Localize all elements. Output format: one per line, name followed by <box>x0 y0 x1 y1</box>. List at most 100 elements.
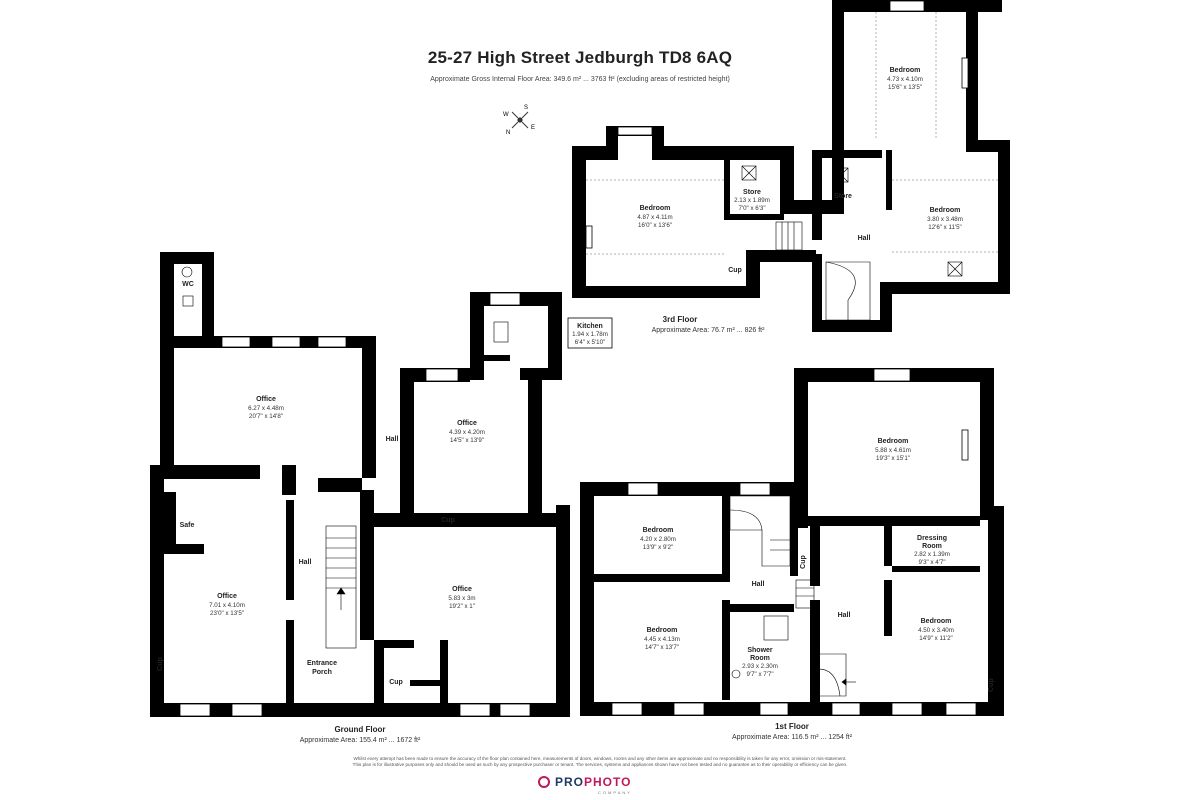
svg-text:Office: Office <box>256 396 276 403</box>
disclaimer-line2: This plan is for illustrative purposes o… <box>352 762 848 767</box>
gf-kitchen: Kitchen 1.94 x 1.78m 6'4" x 5'10" <box>567 317 613 349</box>
svg-text:20'7" x 14'8": 20'7" x 14'8" <box>249 413 283 420</box>
svg-text:Bedroom: Bedroom <box>640 205 671 212</box>
tf-label: 3rd Floor <box>663 315 698 324</box>
svg-text:3.80 x 3.48m: 3.80 x 3.48m <box>927 216 963 223</box>
ff-bedroom4: Bedroom 4.50 x 3.40m 14'9" x 11'2" <box>918 618 954 642</box>
brand-photo: PHOTO <box>584 775 632 789</box>
svg-text:15'6" x 13'5": 15'6" x 13'5" <box>888 84 922 91</box>
svg-text:23'0" x 13'5": 23'0" x 13'5" <box>210 610 244 617</box>
tf-area: Approximate Area: 76.7 m² ... 826 ft² <box>652 327 765 334</box>
svg-text:12'6" x 11'5": 12'6" x 11'5" <box>928 224 961 231</box>
svg-text:Room: Room <box>750 655 770 662</box>
tf-bedroom1: Bedroom 4.87 x 4.11m 16'0" x 13'6" <box>637 205 672 229</box>
svg-text:4.50 x 3.40m: 4.50 x 3.40m <box>918 627 954 634</box>
svg-text:Shower: Shower <box>747 647 773 654</box>
svg-text:4.45 x 4.13m: 4.45 x 4.13m <box>644 636 680 643</box>
svg-text:Kitchen: Kitchen <box>577 323 603 330</box>
svg-text:2.82 x 1.39m: 2.82 x 1.39m <box>914 551 950 558</box>
plan-subtitle: Approximate Gross Internal Floor Area: 3… <box>430 76 730 83</box>
tf-hall-label: Hall <box>858 235 871 242</box>
gf-office2: Office 4.39 x 4.20m 14'5" x 13'9" <box>449 420 485 444</box>
gf-office3: Office 7.01 x 4.10m 23'0" x 13'5" <box>209 593 245 617</box>
svg-text:6'4" x 5'10": 6'4" x 5'10" <box>575 339 606 346</box>
gf-entrance-porch: Entrance Porch <box>307 660 337 676</box>
svg-text:19'3" x 15'1": 19'3" x 15'1" <box>876 455 910 462</box>
svg-text:4.39 x 4.20m: 4.39 x 4.20m <box>449 429 485 436</box>
svg-text:Bedroom: Bedroom <box>890 67 921 74</box>
brand-pro: PRO <box>555 775 585 789</box>
brand-name: PROPHOTO <box>555 775 631 789</box>
svg-text:1.94 x 1.78m: 1.94 x 1.78m <box>572 331 608 338</box>
tf-bedroom2: Bedroom 4.73 x 4.10m 15'6" x 13'5" <box>887 67 923 91</box>
svg-text:2.13 x 1.89m: 2.13 x 1.89m <box>734 197 770 204</box>
ff-hall2-label: Hall <box>838 612 851 619</box>
disclaimer: Whilst every attempt has been made to en… <box>260 756 940 768</box>
svg-text:Entrance: Entrance <box>307 660 337 667</box>
ground-floor-plan: WC Office 6.27 x 4.48m 20'7" x 14'8" Hal… <box>150 252 613 744</box>
ff-bedroom1: Bedroom 4.20 x 2.80m 13'9" x 9'2" <box>640 527 676 551</box>
ff-area: Approximate Area: 116.5 m² ... 1254 ft² <box>732 734 853 741</box>
plan-title: 25-27 High Street Jedburgh TD8 6AQ <box>427 48 733 67</box>
svg-text:14'7" x 13'7": 14'7" x 13'7" <box>645 644 679 651</box>
compass-icon: W S N E <box>503 105 535 136</box>
svg-text:6.27 x 4.48m: 6.27 x 4.48m <box>248 405 284 412</box>
first-floor-plan: Bedroom 4.20 x 2.80m 13'9" x 9'2" Bedroo… <box>580 368 1004 741</box>
svg-text:9'7" x 7'7": 9'7" x 7'7" <box>746 671 773 678</box>
ff-label: 1st Floor <box>775 722 809 731</box>
ff-dressing-room: Dressing Room 2.82 x 1.39m 9'3" x 4'7" <box>914 535 950 566</box>
third-floor-plan: Bedroom 4.87 x 4.11m 16'0" x 13'6" Store… <box>572 0 1010 334</box>
ff-bedroom2: Bedroom 5.88 x 4.61m 19'3" x 15'1" <box>875 438 911 462</box>
svg-text:5.83 x 3m: 5.83 x 3m <box>448 595 475 602</box>
svg-text:Bedroom: Bedroom <box>921 618 952 625</box>
ff-cup1-label: Cup <box>800 555 807 569</box>
compass-s: S <box>524 105 528 111</box>
svg-text:Office: Office <box>217 593 237 600</box>
disclaimer-line1: Whilst every attempt has been made to en… <box>353 756 847 761</box>
gf-label: Ground Floor <box>334 725 385 734</box>
svg-text:7'0" x 6'3": 7'0" x 6'3" <box>738 205 765 212</box>
svg-text:Bedroom: Bedroom <box>930 207 961 214</box>
gf-hall1-label: Hall <box>386 436 399 443</box>
gf-safe-label: Safe <box>180 522 195 529</box>
svg-text:9'3" x 4'7": 9'3" x 4'7" <box>918 559 945 566</box>
gf-office1: Office 6.27 x 4.48m 20'7" x 14'8" <box>248 396 284 420</box>
svg-text:14'9" x 11'2": 14'9" x 11'2" <box>919 635 952 642</box>
gf-cup1-label: Cup <box>441 517 455 524</box>
svg-text:13'9" x 9'2": 13'9" x 9'2" <box>643 544 674 551</box>
gf-office4: Office 5.83 x 3m 19'2" x 1" <box>448 586 475 610</box>
svg-text:5.88 x 4.61m: 5.88 x 4.61m <box>875 447 911 454</box>
ff-hall1-label: Hall <box>752 581 765 588</box>
gf-cup2-label: Cup <box>157 657 164 671</box>
compass-n: N <box>506 130 510 136</box>
svg-text:Store: Store <box>743 189 761 196</box>
svg-text:19'2" x 1": 19'2" x 1" <box>449 603 475 610</box>
ff-shower-room: Shower Room 2.93 x 2.30m 9'7" x 7'7" <box>742 647 778 678</box>
svg-text:4.73 x 4.10m: 4.73 x 4.10m <box>887 76 923 83</box>
svg-text:Room: Room <box>922 543 942 550</box>
svg-text:Porch: Porch <box>312 669 332 676</box>
svg-text:14'5" x 13'9": 14'5" x 13'9" <box>450 437 484 444</box>
brand-logo-icon <box>538 776 550 788</box>
ff-bedroom3: Bedroom 4.45 x 4.13m 14'7" x 13'7" <box>644 627 680 651</box>
svg-text:Office: Office <box>452 586 472 593</box>
svg-text:16'0" x 13'6": 16'0" x 13'6" <box>638 222 672 229</box>
tf-cup-label: Cup <box>728 267 742 274</box>
svg-text:2.93 x 2.30m: 2.93 x 2.30m <box>742 663 778 670</box>
gf-wc-label: WC <box>182 281 194 288</box>
svg-text:Bedroom: Bedroom <box>647 627 678 634</box>
brand-sub: COMPANY <box>598 790 632 795</box>
tf-store1: Store 2.13 x 1.89m 7'0" x 6'3" <box>734 189 770 212</box>
gf-hall2-label: Hall <box>299 559 312 566</box>
gf-cup3-label: Cup <box>389 679 403 686</box>
compass-e: E <box>531 125 535 131</box>
gf-area: Approximate Area: 155.4 m² ... 1672 ft² <box>300 737 421 744</box>
svg-text:Dressing: Dressing <box>917 535 947 542</box>
svg-text:Office: Office <box>457 420 477 427</box>
svg-text:7.01 x 4.10m: 7.01 x 4.10m <box>209 602 245 609</box>
tf-bedroom3: Bedroom 3.80 x 3.48m 12'6" x 11'5" <box>927 207 963 231</box>
svg-text:Bedroom: Bedroom <box>643 527 674 534</box>
ff-cup2-label: Cup <box>988 678 995 692</box>
compass-w: W <box>503 112 509 118</box>
